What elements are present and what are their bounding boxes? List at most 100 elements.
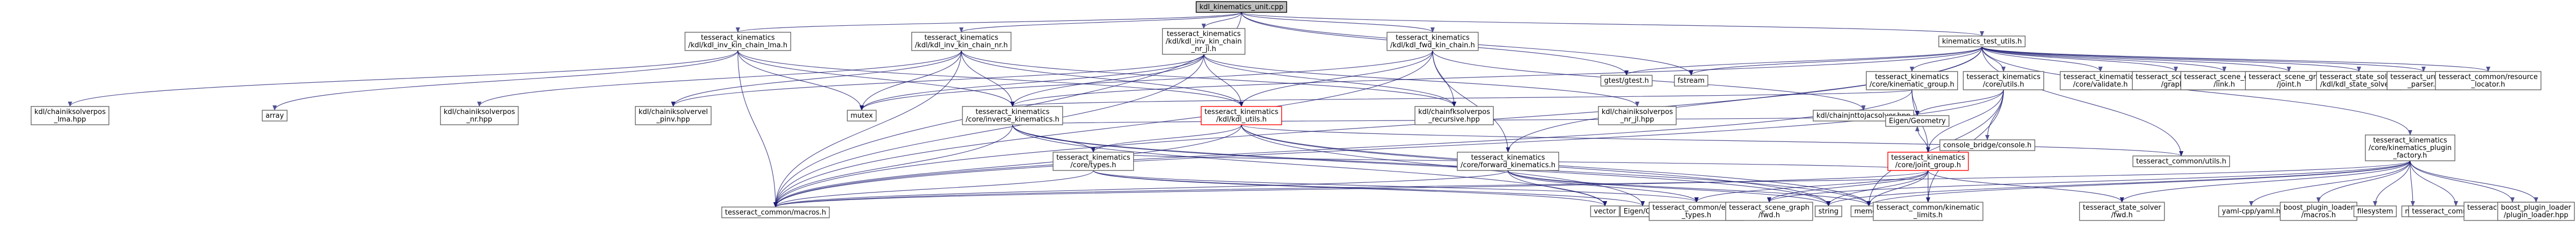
edge-core-utils-to-joint-group xyxy=(1926,89,2004,153)
edge-joint-group-to-macros xyxy=(773,170,1929,208)
node-string[interactable]: string xyxy=(1814,205,1842,217)
node-state-solver-fwd[interactable]: tesseract_state_solver/fwd.h xyxy=(2079,202,2165,221)
node-label: /kdl/kdl_state_solver.h xyxy=(2320,81,2398,89)
edge-joint-group-to-state-solver-fwd xyxy=(1928,170,2124,203)
edge-core-utils-to-eigen-geometry xyxy=(1915,89,2004,116)
node-mutex[interactable]: mutex xyxy=(847,110,877,122)
node-yaml-cpp[interactable]: yaml-cpp/yaml.h xyxy=(2218,205,2285,217)
node-label: /macros.h xyxy=(2301,211,2336,219)
node-inv-kin[interactable]: tesseract_kinematics/core/inverse_kinema… xyxy=(962,106,1063,125)
edge-plugin-factory-to-common-fwd xyxy=(2410,160,2458,206)
node-core-utils[interactable]: tesseract_kinematics/core/utils.h xyxy=(1963,71,2044,90)
node-label: /core/utils.h xyxy=(1983,81,2025,89)
node-box xyxy=(1386,32,1479,51)
edge-plugin-factory-to-state-solver-fwd xyxy=(2120,160,2411,203)
node-label: _lma.hpp xyxy=(53,116,86,124)
node-label: tesseract_kinematics xyxy=(1395,34,1470,42)
edge-kdl-nr-jl-to-inv-kin xyxy=(1010,54,1204,107)
node-kdl-fwd[interactable]: tesseract_kinematics/kdl/kdl_fwd_kin_cha… xyxy=(1386,32,1479,51)
node-plugin-factory[interactable]: tesseract_kinematics/core/kinematics_plu… xyxy=(2365,134,2455,161)
node-box xyxy=(1598,106,1677,125)
edges-layer xyxy=(68,12,2538,208)
node-label: tesseract_common/utils.h xyxy=(2136,158,2226,166)
edge-kin-test-utils-to-sg-joint xyxy=(1981,46,2291,72)
node-nr-hpp[interactable]: kdl/chainiksolverpos_nr.hpp xyxy=(440,106,519,125)
node-kdl-utils[interactable]: tesseract_kinematics/kdl/kdl_utils.h xyxy=(1200,106,1282,125)
node-validate[interactable]: tesseract_kinematics/core/validate.h xyxy=(2060,71,2141,90)
edge-kin-test-utils-to-sg-graph xyxy=(1981,46,2178,72)
edge-kdl-nr-jl-to-givens-hpp xyxy=(671,54,1204,107)
node-sg-joint[interactable]: tesseract_scene_graph/joint.h xyxy=(2245,71,2333,90)
node-lma-hpp[interactable]: kdl/chainiksolverpos_lma.hpp xyxy=(31,106,109,125)
node-label: tesseract_kinematics xyxy=(1891,154,1965,162)
node-macros[interactable]: tesseract_common/macros.h xyxy=(721,206,830,218)
node-box xyxy=(1414,106,1494,125)
node-fwd-kin[interactable]: tesseract_kinematics/core/forward_kinema… xyxy=(1457,152,1559,171)
node-label: /plugin_loader.hpp xyxy=(2504,211,2568,219)
node-kin-test-utils[interactable]: kinematics_test_utils.h xyxy=(1938,35,2026,47)
node-label: boost_plugin_loader xyxy=(2284,204,2354,212)
node-label: /kdl/kdl_inv_kin_chain xyxy=(1165,38,1241,46)
node-box xyxy=(31,106,109,125)
node-sg-fwd[interactable]: tesseract_scene_graph/fwd.h xyxy=(1725,202,1813,221)
node-nr-jl-hpp[interactable]: kdl/chainiksolverpos_nr_jl.hpp xyxy=(1598,106,1677,125)
node-common-utils[interactable]: tesseract_common/utils.h xyxy=(2132,155,2230,167)
edge-plugin-factory-to-bpl-macros xyxy=(2316,160,2411,203)
node-label: _nr.hpp xyxy=(466,116,492,124)
node-box xyxy=(1200,106,1282,125)
edge-fwd-kin-to-macros xyxy=(773,170,1509,208)
node-label: yaml-cpp/yaml.h xyxy=(2222,208,2281,216)
node-label: array xyxy=(266,112,284,120)
node-bpl-macros[interactable]: boost_plugin_loader/macros.h xyxy=(2280,202,2357,221)
edge-core-utils-to-macros xyxy=(773,89,2004,208)
node-root[interactable]: kdl_kinematics_unit.cpp xyxy=(1196,1,1287,13)
node-box xyxy=(634,106,712,125)
edge-root-to-kin-test-utils xyxy=(1241,12,1984,37)
node-label: kdl/chainiksolverpos xyxy=(444,108,515,116)
node-label: /fwd.h xyxy=(1758,211,1780,219)
node-kin-limits[interactable]: tesseract_common/kinematic_limits.h xyxy=(1873,202,1984,221)
node-recursive-hpp[interactable]: kdl/chainfksolverpos_recursive.hpp xyxy=(1414,106,1494,125)
node-box xyxy=(440,106,519,125)
node-joint-group[interactable]: tesseract_kinematics/core/joint_group.h xyxy=(1887,152,1969,171)
node-gtest[interactable]: gtest/gtest.h xyxy=(1600,75,1653,87)
node-label: kdl/chainiksolvervel xyxy=(639,108,708,116)
edge-fwd-kin-to-eigen-types xyxy=(1507,170,1699,203)
node-box xyxy=(1814,205,1842,217)
node-core-types[interactable]: tesseract_kinematics/core/types.h xyxy=(1052,152,1134,171)
node-filesystem[interactable]: filesystem xyxy=(2353,205,2397,217)
node-box xyxy=(2079,202,2165,221)
node-vector[interactable]: vector xyxy=(1590,205,1620,217)
node-array[interactable]: array xyxy=(262,110,288,122)
edge-kdl-fwd-to-macros xyxy=(773,50,1433,208)
node-box xyxy=(685,32,791,51)
node-kin-group[interactable]: tesseract_kinematics/core/kinematic_grou… xyxy=(1866,71,1958,90)
node-eigen-geometry[interactable]: Eigen/Geometry xyxy=(1885,115,1950,127)
edge-fwd-kin-to-memory xyxy=(1507,170,1871,206)
node-label: kdl/chainfksolverpos xyxy=(1418,108,1490,116)
node-label: /core/kinematic_group.h xyxy=(1869,81,1954,89)
edge-kdl-utils-to-macros xyxy=(773,124,1242,208)
node-kdl-nr-jl[interactable]: tesseract_kinematics/kdl/kdl_inv_kin_cha… xyxy=(1162,28,1246,55)
node-console-bridge[interactable]: console_bridge/console.h xyxy=(1939,139,2035,151)
node-box xyxy=(1885,115,1950,127)
node-kdl-lma[interactable]: tesseract_kinematics/kdl/kdl_inv_kin_cha… xyxy=(685,32,791,51)
node-givens-hpp[interactable]: kdl/chainiksolvervel_pinv.hpp xyxy=(634,106,712,125)
node-resource-locator[interactable]: tesseract_common/resource_locator.h xyxy=(2435,71,2542,90)
node-box xyxy=(1873,202,1984,221)
node-bpl-loader[interactable]: boost_plugin_loader/plugin_loader.hpp xyxy=(2497,202,2575,221)
node-label: tesseract_kinematics xyxy=(701,34,775,42)
node-label: /kdl/kdl_fwd_kin_chain.h xyxy=(1390,41,1475,49)
node-label: boost_plugin_loader xyxy=(2501,204,2572,212)
node-label: kdl_kinematics_unit.cpp xyxy=(1199,3,1283,11)
node-box xyxy=(1939,139,2035,151)
node-label: /core/types.h xyxy=(1070,161,1116,169)
edge-core-types-to-eigen-types xyxy=(1093,170,1699,203)
edge-inv-kin-to-vector xyxy=(1012,124,1607,206)
node-fstream[interactable]: fstream xyxy=(1674,75,1708,87)
node-label: console_bridge/console.h xyxy=(1943,141,2032,149)
node-label: /kdl/kdl_inv_kin_chain_nr.h xyxy=(915,41,1008,49)
node-kdl-nr[interactable]: tesseract_kinematics/kdl/kdl_inv_kin_cha… xyxy=(911,32,1011,51)
node-box xyxy=(911,32,1011,51)
